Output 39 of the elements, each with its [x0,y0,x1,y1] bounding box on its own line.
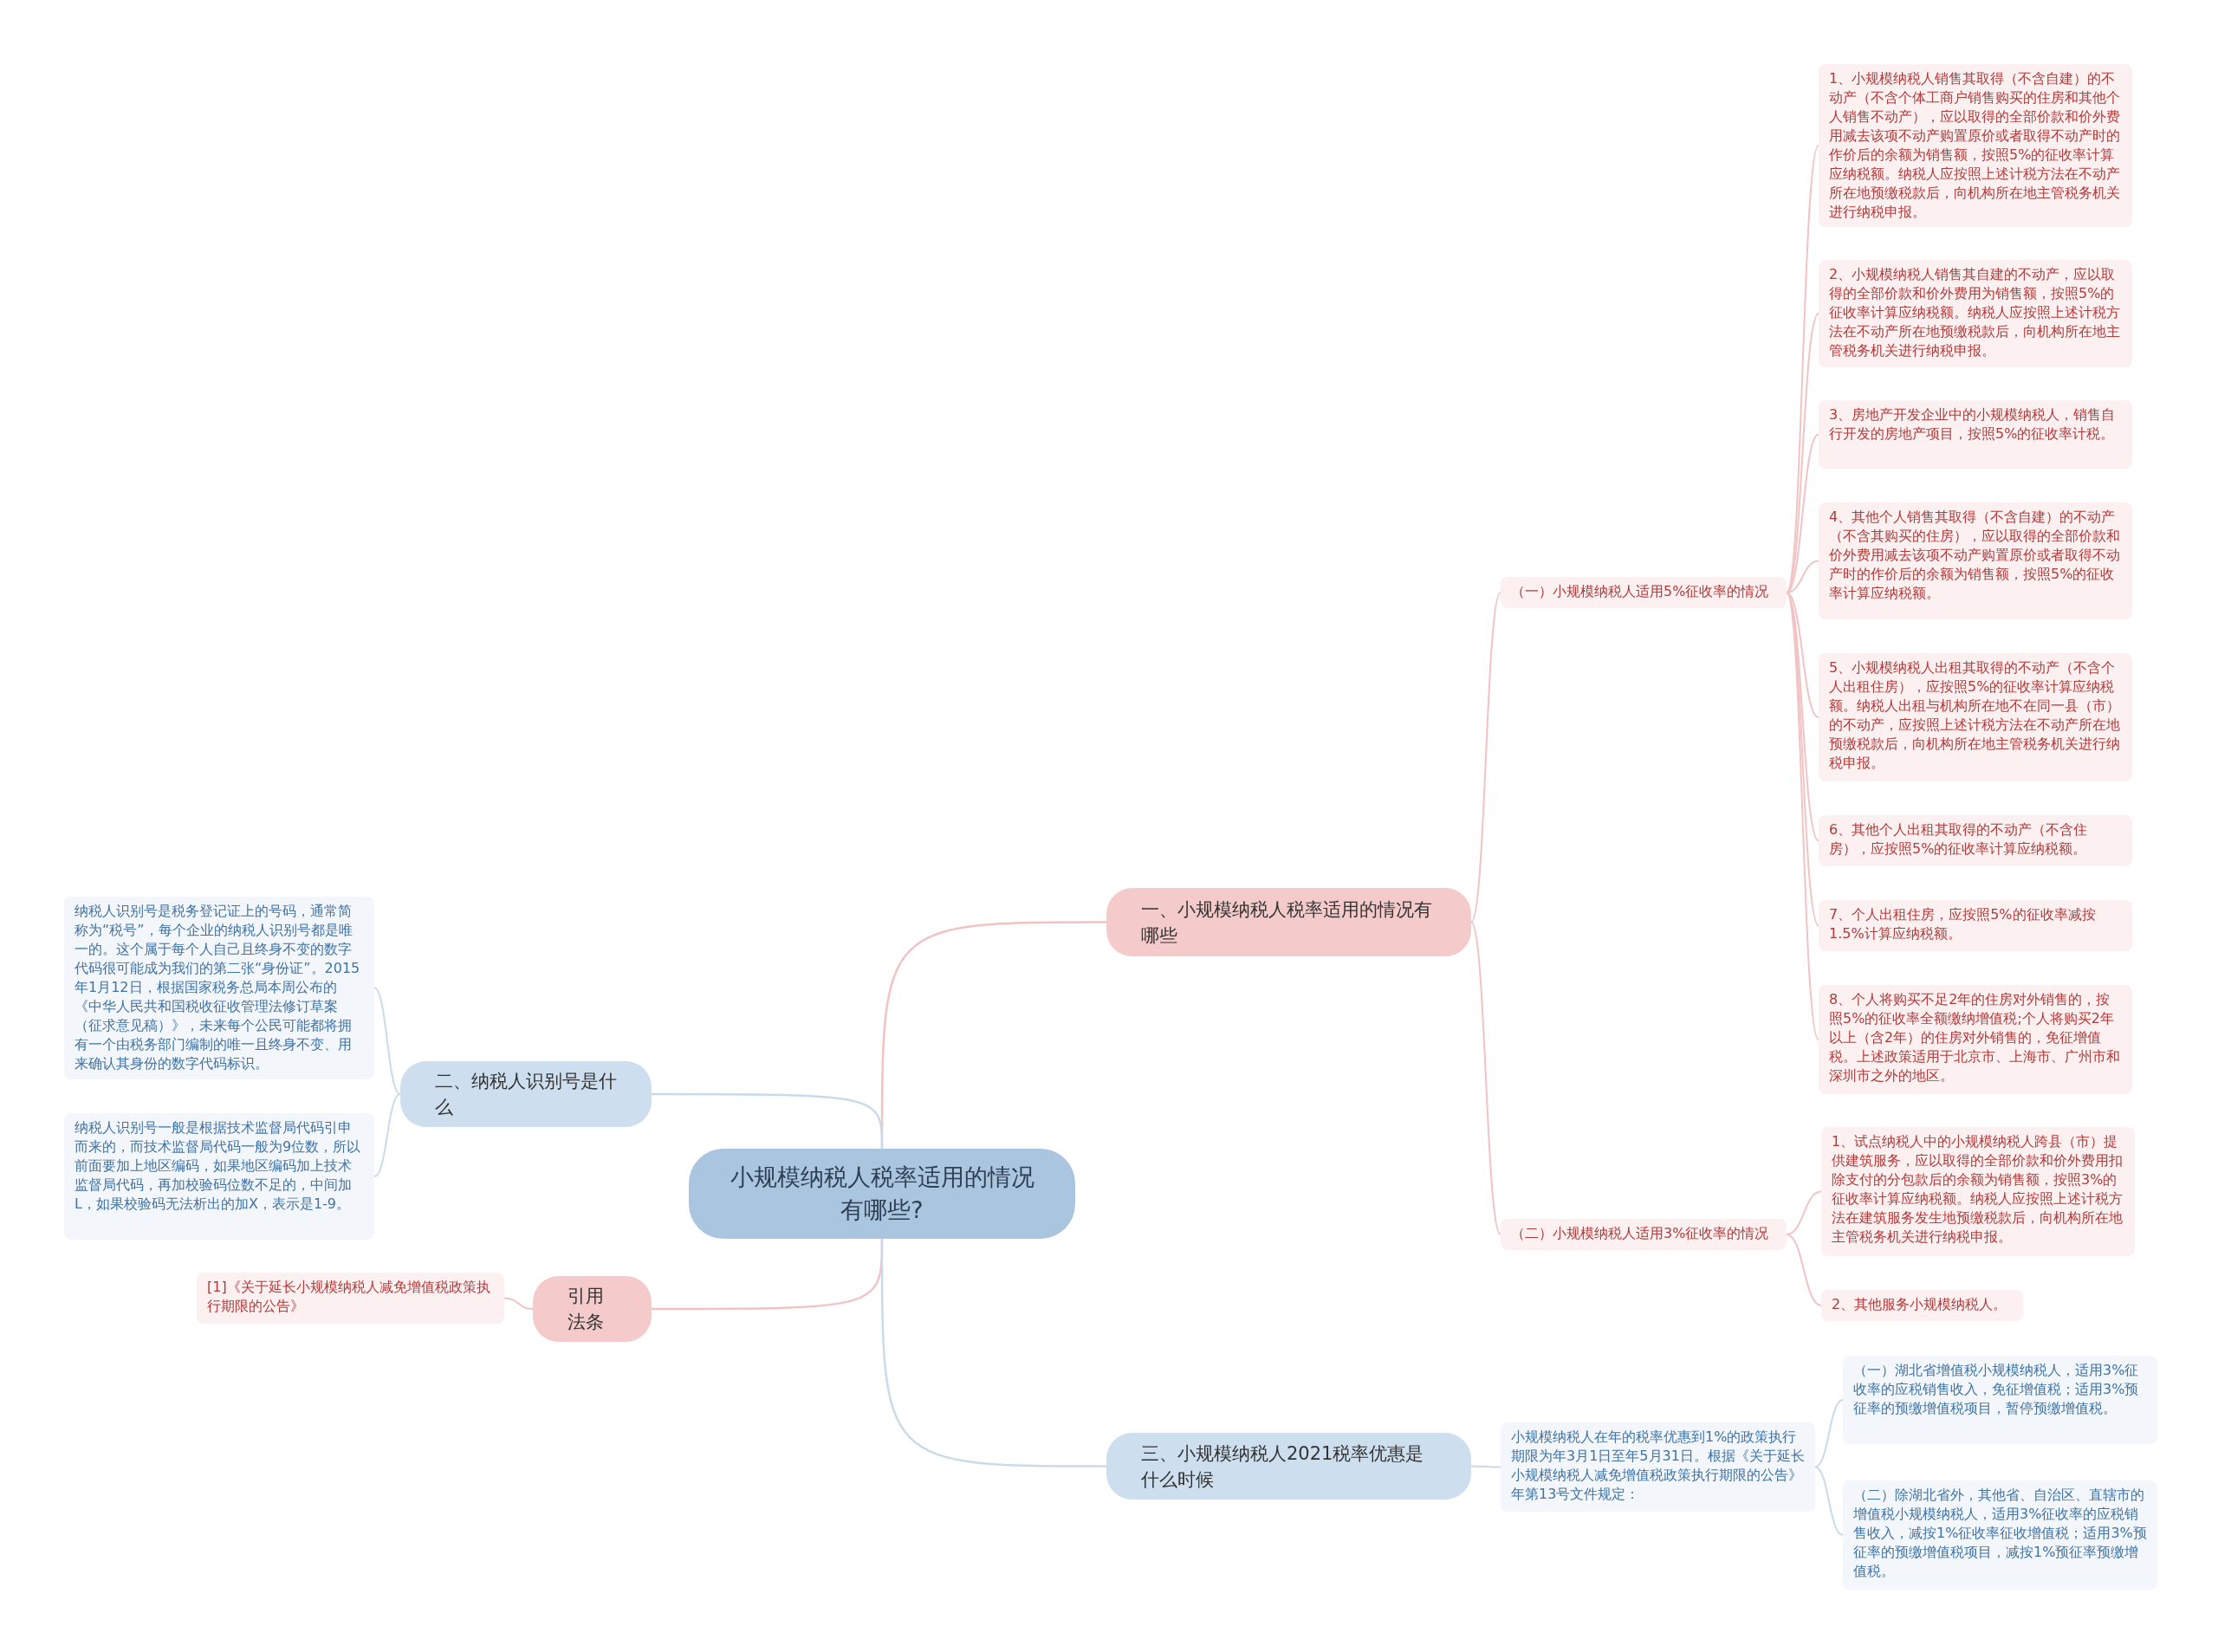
note-card: 5、小规模纳税人出租其取得的不动产（不含个人出租住房），应按照5%的征收率计算应纳税额。纳税人出租与机构所在地不在同一县（市）的不动产，应按照上述计税方法在不动产所在地预缴税款后，向机构所在地主管税务机关进行纳税申报。 [1819,653,2132,781]
connector-line [373,1093,401,1177]
connector-line [373,987,401,1095]
connector-line [1786,592,1819,1040]
subtopic-label: （二）小规模纳税人适用3%征收率的情况 [1501,1219,1787,1250]
note-card: 1、试点纳税人中的小规模纳税人跨县（市）提供建筑服务，应以取得的全部价款和价外费用扣除支付的分包款后的余额为销售额，按照3%的征收率计算应纳税额。纳税人应按照上述计税方法在建筑服务发生地预缴税款后，向机构所在地主管税务机关进行纳税申报。 [1821,1127,2135,1256]
branch-topic: 二、纳税人识别号是什么 [400,1061,652,1127]
note-card: （二）除湖北省外，其他省、自治区、直辖市的增值税小规模纳税人，适用3%征收率的应税销售收入，减按1%征收率征收增值税；适用3%预征率的预缴增值税项目，减按1%预征率预缴增值税。 [1843,1480,2157,1590]
connector-line [1814,1399,1844,1468]
connector-line [1786,1234,1822,1306]
note-card: 6、其他个人出租其取得的不动产（不含住房），应按照5%的征收率计算应纳税额。 [1819,815,2132,866]
note-card: 1、小规模纳税人销售其取得（不含自建）的不动产（不含个体工商户销售购买的住房和其他个人销售不动产），应以取得的全部价款和价外费用减去该项不动产购置原价或者取得不动产时的作价后的余额为销售额，按照5%的征收率计算应纳税额。纳税人应按照上述计税方法在不动产所在地预缴税款后，向机构所在地主管税务机关进行纳税申报。 [1819,64,2132,227]
branch-topic: 引用法条 [533,1276,652,1342]
note-card: 8、个人将购买不足2年的住房对外销售的，按照5%的征收率全额缴纳增值税;个人将购买2年以上（含2年）的住房对外销售的，免征增值税。上述政策适用于北京市、上海市、广州市和深圳市之外的地区。 [1819,985,2132,1094]
connector-line [1786,1190,1822,1235]
connector-line [1470,1465,1501,1468]
subtopic-label: （一）小规模纳税人适用5%征收率的情况 [1501,577,1787,608]
branch-topic: 一、小规模纳税人税率适用的情况有哪些 [1106,888,1471,956]
note-card: 纳税人识别号是税务登记证上的号码，通常简称为“税号”，每个企业的纳税人识别号都是唯一的。这个属于每个人自己且终身不变的数字代码很可能成为我们的第二张“身份证”。2015年1月12日，根据国家税务总局本周公布的《中华人民共和国税收征收管理法修订草案（征求意见稿）》，未来每个公民可能都将拥有一个由税务部门编制的唯一且终身不变、用来确认其身份的数字代码标识。 [64,897,374,1079]
note-card: 纳税人识别号一般是根据技术监督局代码引申而来的，而技术监督局代码一般为9位数，所以前面要加上地区编码，如果地区编码加上技术监督局代码，再加校验码位数不足的，中间加L，如果校验码无法析出的加X，表示是1-9。 [64,1113,374,1240]
connector-line [652,1092,884,1149]
connector-line [1470,592,1501,923]
note-card: 7、个人出租住房，应按照5%的征收率减按1.5%计算应纳税额。 [1819,900,2132,951]
connector-line [880,1239,1106,1467]
branch-topic: 三、小规模纳税人2021税率优惠是什么时候 [1106,1433,1471,1500]
connector-line [1470,921,1501,1235]
note-card: （一）湖北省增值税小规模纳税人，适用3%征收率的应税销售收入，免征增值税；适用3%预征率的预缴增值税项目，暂停预缴增值税。 [1843,1356,2157,1444]
connector-line [1786,145,1819,593]
note-card: [1]《关于延长小规模纳税人减免增值税政策执行期限的公告》 [197,1273,504,1324]
connector-line [503,1297,534,1310]
central-topic: 小规模纳税人税率适用的情况有哪些? [689,1149,1075,1239]
connector-line [1786,592,1819,718]
connector-line [1814,1466,1844,1536]
connector-line [1786,592,1819,927]
note-card: 2、小规模纳税人销售其自建的不动产，应以取得的全部价款和价外费用为销售额，按照5%的征收率计算应纳税额。纳税人应按照上述计税方法在不动产所在地预缴税款后，向机构所在地主管税务机关进行纳税申报。 [1819,260,2132,367]
note-card: 3、房地产开发企业中的小规模纳税人，销售自行开发的房地产项目，按照5%的征收率计税。 [1819,400,2132,469]
note-card: 4、其他个人销售其取得（不含自建）的不动产（不含其购买的住房），应以取得的全部价款和价外费用减去该项不动产购置原价或者取得不动产时的作价后的余额为销售额，按照5%的征收率计算应纳税额。 [1819,502,2132,619]
note-card: 小规模纳税人在年的税率优惠到1%的政策执行期限为年3月1日至年5月31日。根据《关于延长小规模纳税人减免增值税政策执行期限的公告》年第13号文件规定： [1501,1422,1815,1512]
note-card: 2、其他服务小规模纳税人。 [1821,1290,2023,1321]
